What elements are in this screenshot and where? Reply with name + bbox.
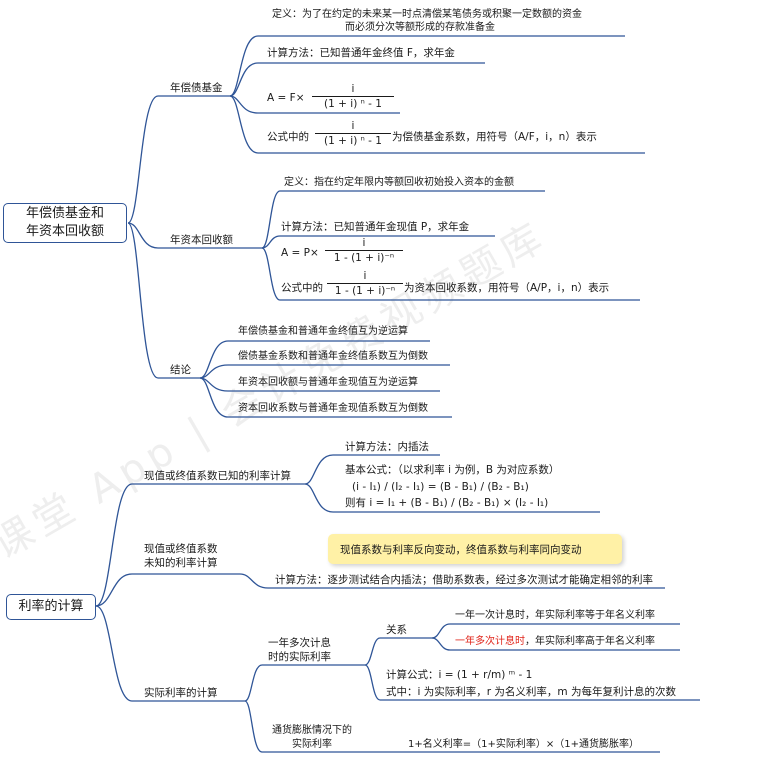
root-node-annuity: 年偿债基金和 年资本回收额 <box>3 203 127 243</box>
sinking-fund-definition-line1: 定义：为了在约定的未来某一时点清偿某笔债务或积聚一定数额的资金 <box>272 9 582 20</box>
conclusion-item: 年资本回收额与普通年金现值互为逆运算 <box>238 377 418 388</box>
fraction-numerator: i <box>363 270 367 282</box>
node-capital-recovery: 年资本回收额 <box>170 234 233 246</box>
sinking-fund-formula-fraction: i (1 + i) ⁿ - 1 <box>312 83 394 110</box>
relation-item-1: 一年一次计息时，年实际利率等于年名义利率 <box>455 610 655 621</box>
fraction-denominator: (1 + i) ⁿ - 1 <box>324 98 382 110</box>
inflation-formula: 1+名义利率=（1+实际利率）×（1+通货膨胀率） <box>408 739 639 750</box>
relation-item-2: 一年多次计息时，年实际利率高于年名义利率 <box>455 636 655 648</box>
fraction-bar <box>312 96 394 97</box>
fraction-bar <box>325 250 403 251</box>
known-equation-2: 则有 i = I₁ + (B - B₁) / (B₂ - B₁) × (I₂ -… <box>345 497 549 509</box>
fraction-bar <box>327 283 403 284</box>
capital-recovery-method: 计算方法：已知普通年金现值 P，求年金 <box>281 221 470 233</box>
capital-recovery-coef-prefix: 公式中的 <box>281 282 323 294</box>
capital-recovery-coef-suffix: 为资本回收系数，用符号（A/P，i，n）表示 <box>404 282 610 294</box>
callout-note: 现值系数与利率反向变动，终值系数与利率同向变动 <box>328 534 622 564</box>
node-conclusion: 结论 <box>170 364 191 376</box>
fraction-bar <box>315 133 391 134</box>
node-multi-compounding-line2: 时的实际利率 <box>268 651 331 663</box>
sinking-fund-coef-fraction: i (1 + i) ⁿ - 1 <box>315 120 391 147</box>
conclusion-item: 偿债基金系数和普通年金终值系数互为倒数 <box>238 351 428 362</box>
node-unknown-coefficient-line1: 现值或终值系数 <box>144 543 218 555</box>
fraction-numerator: i <box>362 237 366 249</box>
unknown-method: 计算方法：逐步测试结合内插法；借助系数表，经过多次测试才能确定相邻的利率 <box>275 574 653 586</box>
known-basic-formula: 基本公式：（以求利率 i 为例，B 为对应系数） <box>345 464 560 476</box>
fraction-denominator: (1 + i) ⁿ - 1 <box>324 135 382 147</box>
sinking-fund-formula-lhs: A = F× <box>267 92 305 104</box>
fraction-numerator: i <box>351 120 355 132</box>
capital-recovery-coef-fraction: i 1 - (1 + i)⁻ⁿ <box>327 270 403 297</box>
node-real-rate: 实际利率的计算 <box>144 687 218 699</box>
node-inflation-line2: 实际利率 <box>292 739 332 750</box>
root-node-interest-rate: 利率的计算 <box>6 594 96 620</box>
fraction-numerator: i <box>351 83 355 95</box>
node-inflation-line1: 通货膨胀情况下的 <box>272 725 352 736</box>
sinking-fund-definition-line2: 而必须分次等额形成的存款准备金 <box>345 22 495 33</box>
capital-recovery-formula-fraction: i 1 - (1 + i)⁻ⁿ <box>325 237 403 264</box>
fraction-denominator: 1 - (1 + i)⁻ⁿ <box>333 252 395 264</box>
sinking-fund-coef-prefix: 公式中的 <box>267 131 309 143</box>
fraction-denominator: 1 - (1 + i)⁻ⁿ <box>334 285 396 297</box>
conclusion-item: 年偿债基金和普通年金终值互为逆运算 <box>238 326 408 337</box>
multi-formula: 计算公式：i = (1 + r/m) ᵐ - 1 <box>386 669 533 681</box>
capital-recovery-definition: 定义：指在约定年限内等额回收初始投入资本的金额 <box>284 177 514 188</box>
sinking-fund-method: 计算方法：已知普通年金终值 F，求年金 <box>267 47 455 59</box>
capital-recovery-formula-lhs: A = P× <box>281 247 319 259</box>
node-sinking-fund: 年偿债基金 <box>170 82 223 94</box>
node-unknown-coefficient-line2: 未知的利率计算 <box>144 557 218 569</box>
relation-item-2-rest: ，年实际利率高于年名义利率 <box>525 636 655 647</box>
conclusion-item: 资本回收系数与普通年金现值系数互为倒数 <box>238 403 428 414</box>
sinking-fund-coef-suffix: 为偿债基金系数，用符号（A/F，i，n）表示 <box>392 131 597 143</box>
node-relation: 关系 <box>386 624 407 636</box>
node-multi-compounding-line1: 一年多次计息 <box>268 637 331 649</box>
highlight-text: 一年多次计息时 <box>455 636 525 647</box>
multi-formula-explain: 式中：i 为实际利率，r 为名义利率，m 为每年复利计息的次数 <box>386 686 676 698</box>
node-known-coefficient: 现值或终值系数已知的利率计算 <box>144 470 291 482</box>
known-method: 计算方法：内插法 <box>345 441 429 453</box>
callout-text: 现值系数与利率反向变动，终值系数与利率同向变动 <box>340 543 582 556</box>
known-equation-1: (i - I₁) / (I₂ - I₁) = (B - B₁) / (B₂ - … <box>352 481 529 493</box>
